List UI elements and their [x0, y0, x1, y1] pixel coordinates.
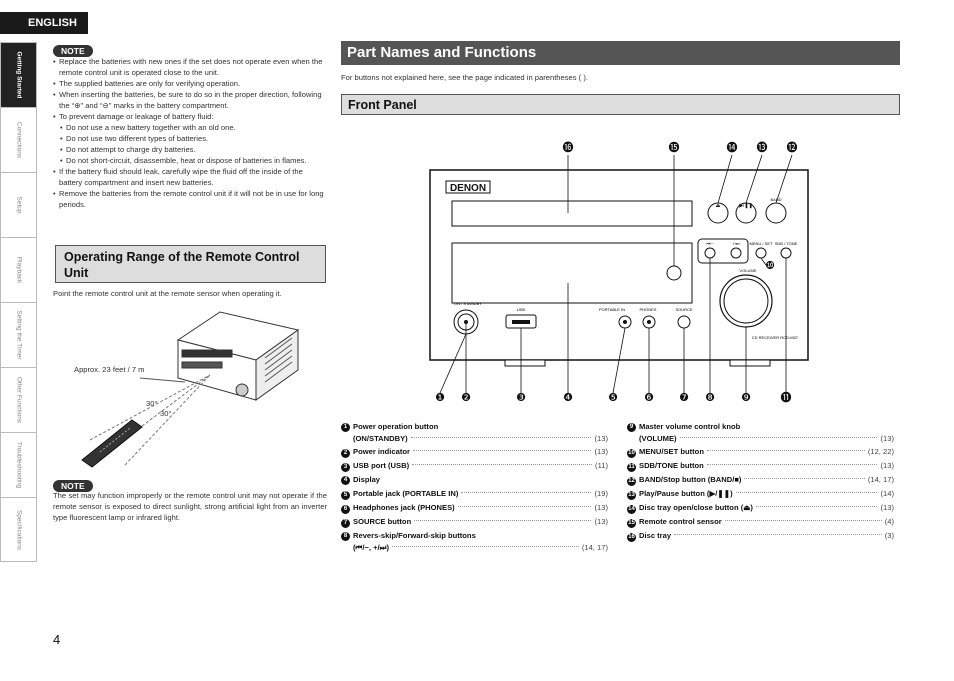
page-number: 4: [53, 632, 61, 647]
svg-text:+/⏭: +/⏭: [732, 241, 739, 246]
tab-getting-started[interactable]: Getting Started: [0, 42, 37, 107]
svg-text:PHONES: PHONES: [640, 307, 657, 312]
band-stop-button[interactable]: [765, 202, 787, 224]
callout-2: ❷: [461, 392, 471, 404]
display: [451, 242, 693, 304]
tab-specifications[interactable]: Specifications: [0, 497, 37, 562]
intro-text: For buttons not explained here, see the …: [341, 73, 588, 82]
svg-text:MENU / SET: MENU / SET: [750, 241, 773, 246]
menu-set-button[interactable]: [755, 247, 767, 259]
battery-notes: Replace the batteries with new ones if t…: [53, 56, 327, 210]
callout-12: ⓬: [787, 141, 798, 154]
language-label: ENGLISH: [0, 12, 88, 34]
note-subitem: Do not use a new battery together with a…: [53, 122, 327, 133]
page-title: Part Names and Functions: [341, 41, 900, 65]
reverse-skip-button[interactable]: [704, 247, 716, 259]
svg-text:⏏: ⏏: [716, 203, 721, 209]
svg-text:BAND: BAND: [770, 197, 781, 202]
denon-logo: DENON: [445, 180, 491, 194]
note-badge: NOTE: [53, 41, 93, 59]
tab-setup[interactable]: Setup: [0, 172, 37, 237]
note-badge-2: NOTE: [53, 476, 93, 494]
callout-5: ❺: [608, 392, 618, 404]
sdb-tone-button[interactable]: [780, 247, 792, 259]
note-item: Replace the batteries with new ones if t…: [53, 56, 327, 78]
sensor-note-text: The set may function improperly or the r…: [53, 491, 327, 522]
remote-range-illustration: Approx. 23 feet / 7 m 30° 30°: [74, 311, 300, 468]
callout-16: ⓰: [563, 141, 574, 154]
callout-1: ❶: [435, 392, 445, 404]
unit-illustration: [176, 311, 300, 401]
callout-9: ❾: [741, 392, 751, 404]
tab-connections[interactable]: Connections: [0, 107, 37, 172]
note-subitem: Do not short-circuit, disassemble, heat …: [53, 155, 327, 166]
callout-14: ⓮: [727, 141, 738, 154]
svg-text:▶/❚❚: ▶/❚❚: [739, 203, 753, 209]
angle-label-2: 30°: [160, 409, 171, 418]
svg-text:DENON: DENON: [450, 183, 486, 194]
callout-3: ❸: [516, 392, 526, 404]
svg-text:SOURCE: SOURCE: [675, 307, 692, 312]
operating-range-text: Point the remote control unit at the rem…: [53, 289, 282, 298]
callout-10: ❿: [765, 260, 775, 272]
side-tab-nav: Getting Started Connections Setup Playba…: [0, 42, 37, 562]
angle-label-1: 30°: [146, 399, 157, 408]
svg-text:CD RECEIVER RCD-M37: CD RECEIVER RCD-M37: [752, 335, 799, 340]
note-subitem: Do not use two different types of batter…: [53, 133, 327, 144]
operating-range-heading: Operating Range of the Remote Control Un…: [55, 245, 326, 283]
forward-skip-button[interactable]: [730, 247, 742, 259]
note-item: The supplied batteries are only for veri…: [53, 78, 327, 89]
note-subitem: Do not attempt to charge dry batteries.: [53, 144, 327, 155]
callout-13: ⓭: [757, 141, 768, 154]
power-indicator: [464, 320, 468, 324]
callout-7: ❼: [679, 392, 689, 404]
front-panel-heading: Front Panel: [341, 94, 900, 115]
svg-text:PORTABLE IN: PORTABLE IN: [599, 307, 625, 312]
note-item: If the battery fluid should leak, carefu…: [53, 166, 327, 188]
callout-4: ❹: [563, 392, 573, 404]
source-button[interactable]: [677, 315, 691, 329]
svg-text:USB: USB: [517, 307, 526, 312]
tab-other-functions[interactable]: Other Functions: [0, 367, 37, 432]
svg-text:SDB / TONE: SDB / TONE: [775, 241, 798, 246]
distance-label: Approx. 23 feet / 7 m: [74, 365, 145, 374]
callout-8: ❽: [705, 392, 715, 404]
callout-11: ⓫: [781, 391, 792, 404]
svg-text:ON / STANDBY: ON / STANDBY: [454, 301, 482, 306]
note-item: To prevent damage or leakage of battery …: [53, 111, 327, 122]
tab-playback[interactable]: Playback: [0, 237, 37, 302]
front-panel-diagram: DENON ⏏ ▶/❚❚ BAND ⏮/− +/⏭ MENU / SET SDB…: [429, 141, 809, 404]
disc-tray: [451, 200, 693, 227]
callout-6: ❻: [644, 392, 654, 404]
note-item: When inserting the batteries, be sure to…: [53, 89, 327, 111]
note-item: Remove the batteries from the remote con…: [53, 188, 327, 210]
svg-text:⏮/−: ⏮/−: [706, 241, 714, 246]
remote-illustration: [81, 419, 143, 468]
callout-15: ⓯: [669, 141, 680, 154]
tab-setting-timer[interactable]: Setting the Timer: [0, 302, 37, 367]
tab-troubleshooting[interactable]: Troubleshooting: [0, 432, 37, 497]
svg-text:VOLUME: VOLUME: [740, 268, 757, 273]
